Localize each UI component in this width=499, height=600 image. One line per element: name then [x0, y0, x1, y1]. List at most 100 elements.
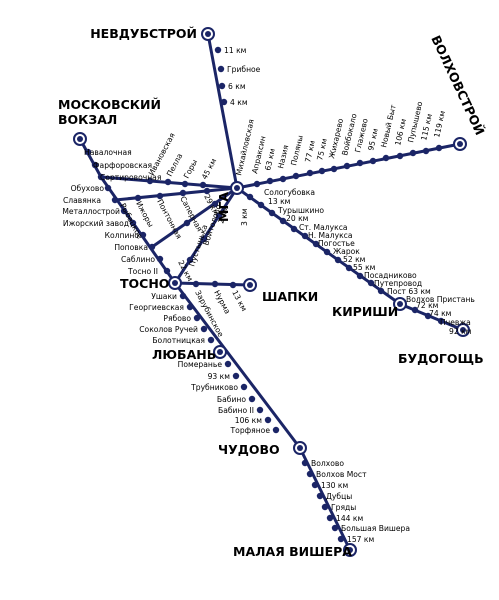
station-label: Гряды: [331, 503, 356, 512]
station-dot: [156, 192, 164, 200]
terminal-markers: [73, 27, 470, 557]
station-label: Фарфоровская: [93, 161, 152, 170]
station-dot: [331, 524, 339, 532]
station-label: Погостье: [318, 239, 355, 248]
station-dot: [181, 180, 189, 188]
station-dot: [134, 194, 142, 202]
station-label: Торфяное: [230, 426, 271, 435]
station-dot: [164, 178, 172, 186]
station-dot: [272, 426, 280, 434]
station-dot: [437, 317, 445, 325]
station-dot: [345, 264, 353, 272]
label-shapki: ШАПКИ: [262, 289, 318, 304]
station-dot: [316, 492, 324, 500]
label-mga: МГА: [216, 192, 231, 222]
terminal-shapki[interactable]: [243, 278, 257, 292]
station-label: 45 км: [200, 157, 219, 181]
station-label: Саблино: [121, 255, 155, 264]
station-dot: [186, 303, 194, 311]
station-dot: [240, 383, 248, 391]
track-nevdub-mga: [206, 32, 239, 190]
station-dot: [409, 149, 417, 157]
station-dot: [218, 82, 226, 90]
station-label: Назия: [276, 144, 290, 169]
station-dot: [435, 144, 443, 152]
station-dot: [266, 177, 274, 185]
station-label: Пелла: [165, 152, 185, 178]
station-label: 20 км: [286, 214, 309, 223]
label-malaya-vishera: МАЛАЯ ВИШЕРА: [233, 544, 352, 559]
station-label: 119 км: [432, 110, 447, 139]
label-moskovsky-1: МОСКОВСКИЙ: [58, 97, 161, 112]
station-label: Навалочная: [84, 148, 132, 157]
station-label: 95 км: [366, 127, 380, 151]
station-chudovo[interactable]: [293, 441, 307, 455]
station-label: Колпино: [105, 231, 140, 240]
station-label: 92 км: [449, 327, 472, 336]
station-dot: [111, 196, 119, 204]
station-label: Ушаки: [151, 292, 177, 301]
station-label: 157 км: [347, 535, 374, 544]
station-dot: [163, 267, 171, 275]
station-dot: [84, 148, 92, 156]
station-label: Рябово: [163, 314, 191, 323]
track-chudovo-malaya-vishera: [298, 446, 352, 552]
junction-mga[interactable]: [230, 181, 244, 195]
station-dot: [156, 255, 164, 263]
junction-kirishi[interactable]: [393, 297, 407, 311]
terminal-volkhovstroy[interactable]: [453, 137, 467, 151]
station-label: Сологубовка: [264, 188, 315, 197]
station-dot: [257, 201, 265, 209]
terminal-moskovsky-vokzal[interactable]: [73, 132, 87, 146]
station-dot: [215, 212, 223, 220]
label-lyuban: ЛЮБАНЬ: [152, 347, 216, 362]
station-label: 13 км: [230, 289, 249, 313]
station-dot: [199, 181, 207, 189]
station-dot: [220, 98, 228, 106]
station-label: Бабино: [217, 395, 246, 404]
label-budogosch: БУДОГОЩЬ: [398, 351, 484, 366]
station-dot: [312, 240, 320, 248]
junction-tosno[interactable]: [168, 276, 182, 290]
terminal-budogosch[interactable]: [456, 323, 470, 337]
label-moskovsky-2: ВОКЗАЛ: [58, 112, 117, 127]
station-dot: [192, 280, 200, 288]
station-dot: [179, 189, 187, 197]
station-dot: [148, 243, 156, 251]
station-dot: [211, 280, 219, 288]
station-dot: [382, 154, 390, 162]
station-label: Волхов Пристань: [406, 295, 475, 304]
station-label: Жарок: [333, 247, 360, 256]
station-dot: [224, 360, 232, 368]
station-dot: [246, 193, 254, 201]
station-dot: [179, 292, 187, 300]
station-label: Дубцы: [326, 492, 352, 501]
station-label: Ст. Малукса: [299, 223, 348, 232]
station-dot: [183, 219, 191, 227]
station-dot: [330, 165, 338, 173]
terminal-malaya-vishera[interactable]: [343, 543, 357, 557]
station-dot: [356, 272, 364, 280]
station-dot: [193, 314, 201, 322]
station-dot: [377, 287, 385, 295]
terminal-nevdubstroy[interactable]: [201, 27, 215, 41]
station-label: 93 км: [208, 372, 231, 381]
track-kolpino-mga: [150, 186, 239, 249]
station-dot: [356, 159, 364, 167]
station-dot: [321, 503, 329, 511]
station-label: 63 км: [263, 147, 277, 171]
station-label: Сортировочная: [100, 173, 161, 182]
station-dot: [323, 248, 331, 256]
station-dot: [301, 459, 309, 467]
station-label: Пост 63 км: [387, 287, 431, 296]
station-dot: [91, 161, 99, 169]
station-label: Пчевжа: [440, 318, 471, 327]
station-lyuban[interactable]: [213, 345, 227, 359]
station-label: Славянка: [63, 196, 101, 205]
station-label: Обухово: [71, 184, 105, 193]
station-label: 13 км: [268, 197, 291, 206]
station-dot: [186, 256, 194, 264]
station-dot: [396, 152, 404, 160]
station-dot: [301, 232, 309, 240]
